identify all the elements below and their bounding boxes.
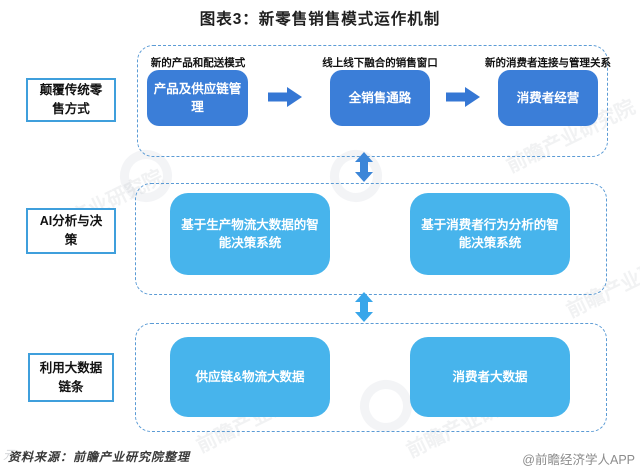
- flow-box-supply-chain-mgmt: 产品及供应链管理: [147, 70, 248, 126]
- row3-group-frame: [135, 323, 607, 432]
- caption-online-offline: 线上线下融合的销售窗口: [322, 57, 438, 69]
- arrow-updown-icon: [355, 292, 373, 322]
- caption-product-delivery: 新的产品和配送模式: [150, 57, 246, 69]
- row2-group-frame: [135, 183, 607, 295]
- arrow-updown-icon: [355, 152, 373, 182]
- flow-box-consumer-operation: 消费者经营: [498, 70, 598, 126]
- caption-consumer-connection: 新的消费者连接与管理关系: [485, 57, 611, 69]
- chart-title: 图表3：新零售销售模式运作机制: [199, 11, 441, 28]
- side-label-row1: 颠覆传统零售方式: [26, 78, 116, 122]
- flow-box-supply-logistics-bigdata: 供应链&物流大数据: [170, 337, 330, 417]
- arrow-right-icon: [268, 86, 302, 108]
- credit-note: @前瞻经济学人APP: [522, 453, 635, 467]
- row1-group-frame: [137, 45, 608, 157]
- flow-box-all-sales-channels: 全销售通路: [330, 70, 430, 126]
- side-label-row3: 利用大数据链条: [28, 353, 114, 402]
- flow-box-consumer-behavior-ai: 基于消费者行为分析的智能决策系统: [410, 193, 570, 275]
- side-label-row2: AI分析与决策: [26, 208, 116, 254]
- source-note: 资料来源：前瞻产业研究院整理: [8, 450, 191, 464]
- flow-box-consumer-bigdata: 消费者大数据: [410, 337, 570, 417]
- arrow-right-icon: [446, 86, 480, 108]
- flow-box-production-logistics-ai: 基于生产物流大数据的智能决策系统: [170, 193, 330, 275]
